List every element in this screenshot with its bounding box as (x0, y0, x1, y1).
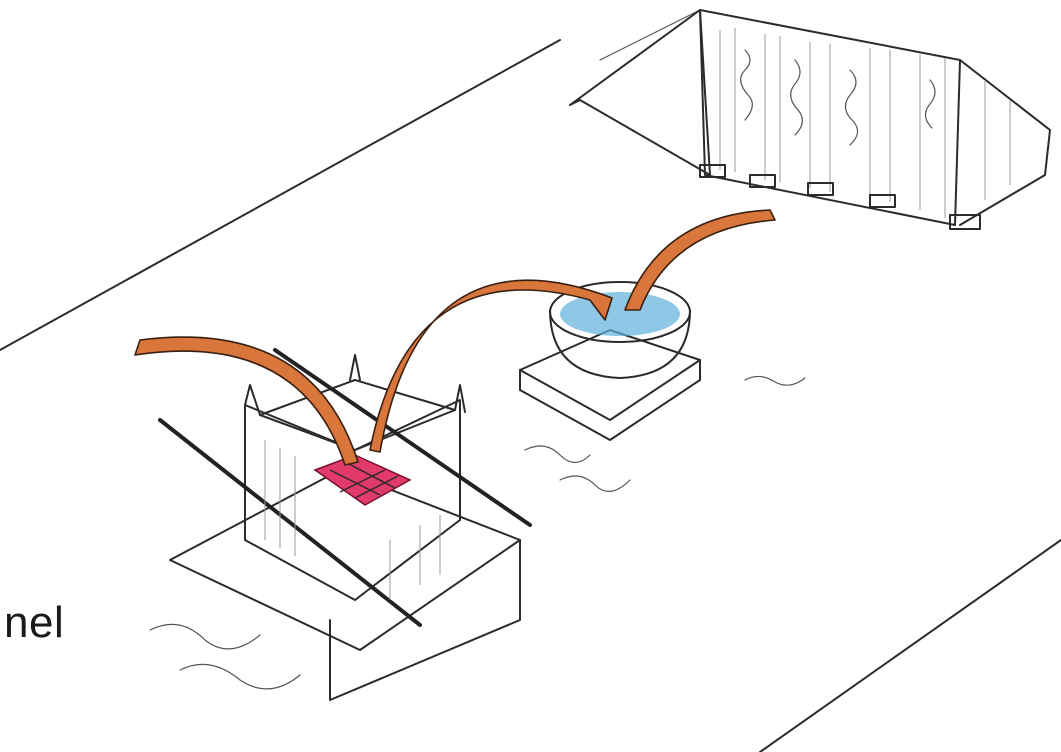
ground-scribbles (150, 376, 805, 688)
arrow-laver-to-tent (625, 210, 775, 310)
tabernacle-tent (570, 10, 1050, 229)
altar-of-burnt-offering (160, 350, 530, 700)
courtyard-outline (0, 10, 1061, 752)
